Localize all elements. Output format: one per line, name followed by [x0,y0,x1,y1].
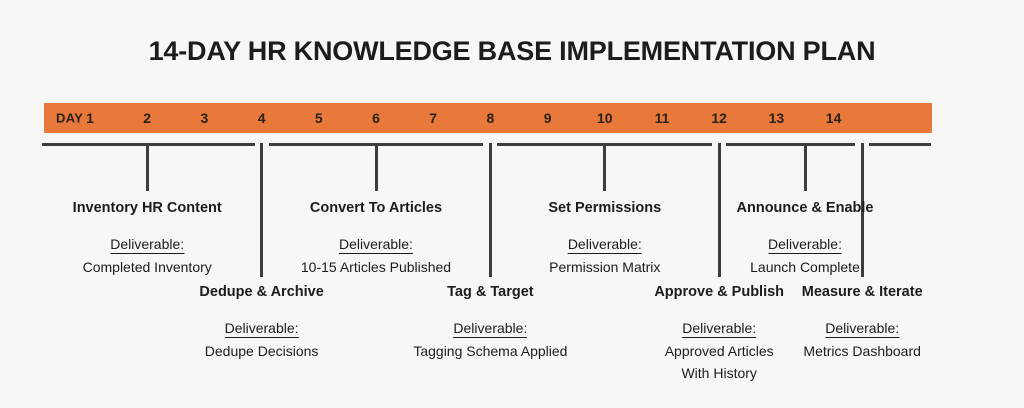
deliverable-value: With History [681,365,757,382]
milestone-title: Measure & Iterate [801,284,923,300]
deliverable-label-text: Deliverable: [768,236,842,255]
day-axis-label: DAY [56,110,84,126]
day-number-14: 14 [825,110,842,126]
connector-line-measure-iterate [860,143,864,277]
deliverable-label-text: Deliverable: [110,236,185,255]
axis-rule-segment [726,143,856,146]
deliverable-value: 10-15 Articles Published [300,258,452,275]
deliverable-value: Permission Matrix [549,258,661,275]
day-number-1: 1 [86,110,94,126]
deliverable-label: Deliverable: [802,320,923,339]
deliverable-label: Deliverable: [413,320,567,339]
day-number-8: 8 [486,110,495,126]
day-number-13: 13 [768,110,785,126]
deliverable-label: Deliverable: [548,236,661,255]
day-number-9: 9 [543,110,552,126]
day-number-10: 10 [597,110,613,126]
connector-line-dedupe-archive [260,143,264,277]
milestone-title: Inventory HR Content [72,200,222,216]
deliverable-label-text: Deliverable: [453,320,528,339]
connector-line-tag-target [488,143,492,277]
day-number-12: 12 [711,110,727,126]
deliverable-label: Deliverable: [301,236,451,255]
day-number-3: 3 [200,110,209,126]
milestone-title: Tag & Target [447,284,534,300]
deliverable-label-text: Deliverable: [825,320,900,339]
deliverable-label-text: Deliverable: [224,320,299,339]
milestone-title: Convert To Articles [309,200,443,216]
deliverable-value: Metrics Dashboard [803,342,921,359]
milestone-title: Announce & Enable [736,200,874,216]
milestone-title: Approve & Publish [654,284,785,300]
deliverable-label-text: Deliverable: [339,236,413,255]
day-number-4: 4 [257,110,266,126]
deliverable-value: Completed Inventory [82,258,212,275]
connector-line-set-permissions [603,143,607,191]
day-number-5: 5 [314,110,323,126]
deliverable-value: Dedupe Decisions [204,342,319,359]
connector-line-announce-enable [803,143,807,191]
page-title: 14-DAY HR KNOWLEDGE BASE IMPLEMENTATION … [148,36,876,66]
deliverable-label: Deliverable: [73,236,222,255]
deliverable-value: Approved Articles [664,342,774,359]
deliverable-label: Deliverable: [654,320,784,339]
connector-line-inventory-hr-content [145,143,149,191]
milestone-title: Dedupe & Archive [199,284,324,300]
deliverable-label: Deliverable: [737,236,874,255]
connector-line-convert-to-articles [374,143,378,191]
milestone-title: Set Permissions [548,200,662,216]
axis-rule-segment [869,143,931,146]
deliverable-label-text: Deliverable: [567,236,642,255]
day-number-6: 6 [372,110,380,126]
deliverable-value: Tagging Schema Applied [413,342,568,359]
connector-line-approve-publish [717,143,721,277]
deliverable-label: Deliverable: [199,320,323,339]
deliverable-value: Launch Complete [750,258,860,275]
deliverable-label-text: Deliverable: [682,320,757,339]
day-number-11: 11 [654,110,670,126]
day-number-7: 7 [429,110,438,126]
day-number-2: 2 [143,110,152,126]
